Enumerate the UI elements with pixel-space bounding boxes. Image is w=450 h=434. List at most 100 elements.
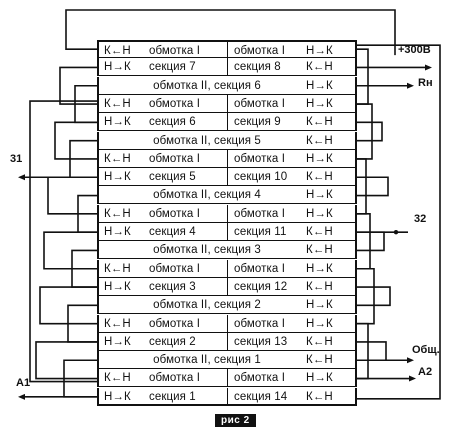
cell-left: обмотка I — [149, 45, 201, 57]
cell-right: секция 8 — [234, 61, 281, 74]
arrow-rn — [407, 82, 414, 89]
cell-left: секция 6 — [149, 116, 196, 129]
cell-right: обмотка I — [234, 317, 286, 330]
label-32: 32 — [414, 213, 427, 225]
direction-right: Н→К — [306, 299, 333, 312]
direction-left: К←Н — [104, 372, 131, 385]
cell-right: секция 14 — [234, 390, 288, 403]
cell-left: обмотка I — [149, 152, 201, 165]
direction-right: К←Н — [306, 134, 333, 147]
direction-right: Н→К — [306, 189, 333, 202]
direction-left: Н→К — [104, 226, 131, 238]
direction-right: Н→К — [306, 152, 333, 165]
winding-II-row: обмотка II, секция 1 К←Н — [97, 351, 357, 370]
label-rn: Rн — [418, 77, 433, 89]
cell-right: обмотка I — [234, 207, 286, 220]
direction-right: К←Н — [306, 390, 333, 403]
cell-right: обмотка I — [234, 152, 286, 165]
label-plus300: +300В — [398, 44, 431, 56]
wire-right-3 — [357, 213, 371, 270]
winding-row: Н→К секция 4 секция 11 К←Н — [97, 223, 357, 241]
wire-left2-3 — [71, 249, 97, 288]
winding-II-label: обмотка II, секция 3 — [153, 244, 261, 257]
direction-right: К←Н — [306, 280, 333, 293]
wire-right2-0 — [357, 121, 383, 142]
cell-left: секция 3 — [149, 280, 196, 293]
arrow-a1 — [18, 393, 25, 400]
figure-caption: рис 2 — [215, 414, 256, 427]
arrow-31 — [18, 174, 25, 181]
wire-right2-3 — [357, 286, 391, 307]
wire-right-4 — [357, 267, 375, 325]
cell-right: секция 10 — [234, 171, 288, 184]
direction-left: Н→К — [104, 116, 131, 129]
winding-II-label: обмотка II, секция 6 — [153, 79, 261, 92]
cell-left: обмотка I — [149, 372, 201, 385]
direction-left: Н→К — [104, 390, 131, 403]
arrow-obsh — [407, 357, 414, 364]
winding-II-label: обмотка II, секция 2 — [153, 299, 261, 312]
wire-left-0 — [59, 66, 97, 105]
cell-right: секция 9 — [234, 116, 281, 129]
cell-right: секция 11 — [234, 226, 287, 238]
direction-left: Н→К — [104, 171, 131, 184]
wire-right2-1 — [357, 176, 389, 197]
direction-left: Н→К — [104, 61, 131, 74]
cell-right: секция 13 — [234, 335, 288, 348]
direction-left: К←Н — [104, 262, 131, 275]
direction-left: Н→К — [104, 280, 131, 293]
direction-right: Н→К — [306, 79, 333, 92]
cell-left: секция 4 — [149, 226, 196, 238]
cell-right: обмотка I — [234, 372, 286, 385]
cell-left: обмотка I — [149, 317, 201, 330]
winding-row: Н→К секция 7 секция 8 К←Н — [97, 58, 357, 77]
arrow-a2 — [409, 375, 416, 382]
cell-right: обмотка I — [234, 45, 286, 57]
cell-left: обмотка I — [149, 97, 201, 110]
cell-right: секция 12 — [234, 280, 288, 293]
direction-right: Н→К — [306, 45, 333, 57]
cell-left: секция 7 — [149, 61, 196, 74]
label-a2: A2 — [418, 366, 433, 378]
arrow-plus300 — [425, 64, 432, 71]
winding-II-row: обмотка II, секция 6 Н→К — [97, 76, 357, 95]
direction-right: К←Н — [306, 226, 333, 238]
direction-left: К←Н — [104, 97, 131, 110]
direction-right: К←Н — [306, 61, 333, 74]
node-32 — [393, 229, 399, 235]
wire-left-5 — [35, 341, 97, 380]
wire-left-3 — [43, 231, 97, 270]
wire-right-2 — [357, 158, 367, 215]
direction-right: К←Н — [306, 354, 333, 367]
direction-right: Н→К — [306, 317, 333, 330]
winding-row: Н→К секция 5 секция 10 К←Н — [97, 168, 357, 187]
direction-left: К←Н — [104, 152, 131, 165]
winding-II-label: обмотка II, секция 1 — [153, 354, 261, 367]
label-obsh: Общ. — [412, 344, 440, 356]
cell-left: обмотка I — [149, 207, 201, 220]
wire-right-1 — [357, 103, 373, 160]
wire-outer-left — [29, 100, 97, 383]
wire-left2-2 — [77, 194, 97, 233]
wire-left2-4 — [67, 304, 97, 343]
wire-left2-0 — [74, 84, 97, 124]
cell-right: обмотка I — [234, 97, 286, 110]
cell-left: секция 5 — [149, 171, 196, 184]
winding-II-label: обмотка II, секция 4 — [153, 189, 261, 202]
label-a1: A1 — [16, 377, 31, 389]
cell-right: обмотка I — [234, 262, 286, 275]
direction-right: Н→К — [306, 262, 333, 275]
direction-right: К←Н — [306, 171, 333, 184]
cell-left: секция 2 — [149, 335, 196, 348]
winding-II-row: обмотка II, секция 4 Н→К — [97, 186, 357, 205]
